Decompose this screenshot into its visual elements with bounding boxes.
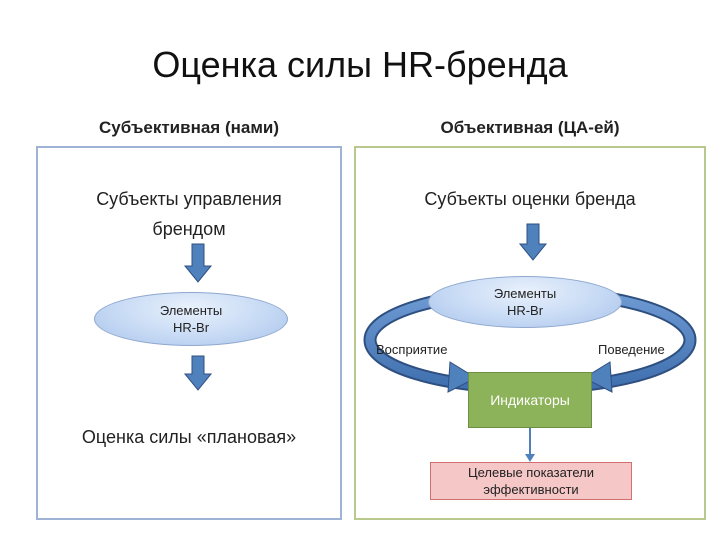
left-subjects-text: Субъекты управления брендом: [36, 184, 342, 244]
objective-heading: Объективная (ЦА-ей): [440, 118, 620, 137]
left-subjects-line-2: брендом: [152, 219, 226, 239]
subjective-panel: [36, 146, 342, 520]
right-arrow-down: [518, 223, 548, 261]
target-indicators-box: Целевые показатели эффективности: [430, 462, 632, 500]
right-subjects-text: Субъекты оценки бренда: [424, 189, 636, 209]
page-title: Оценка силы HR-бренда: [152, 44, 568, 85]
left-elements-line-1: Элементы: [159, 303, 223, 318]
subjective-heading: Субъективная (нами): [98, 118, 280, 137]
left-elements-line-2: HR-Br: [172, 320, 210, 335]
indicators-to-targets-arrow: [525, 428, 535, 462]
right-elements-line-1: Элементы: [493, 286, 557, 301]
behavior-label: Поведение: [598, 342, 665, 357]
indicators-box: Индикаторы: [468, 372, 592, 428]
left-result-text: Оценка силы «плановая»: [81, 427, 297, 447]
left-subjects-line-1: Субъекты управления: [96, 189, 282, 209]
perception-label: Восприятие: [376, 342, 448, 357]
target-line-1: Целевые показатели: [467, 465, 594, 480]
objective-panel: [354, 146, 706, 520]
right-elements-line-2: HR-Br: [506, 303, 544, 318]
perception-arrowhead: [447, 361, 478, 393]
left-arrow-down-2: [183, 355, 213, 391]
right-elements-ellipse: Элементы HR-Br: [428, 276, 622, 328]
left-arrow-down-1: [183, 243, 213, 283]
target-line-2: эффективности: [483, 482, 579, 497]
behavior-arrowhead: [582, 361, 613, 393]
left-elements-ellipse: Элементы HR-Br: [94, 292, 288, 346]
